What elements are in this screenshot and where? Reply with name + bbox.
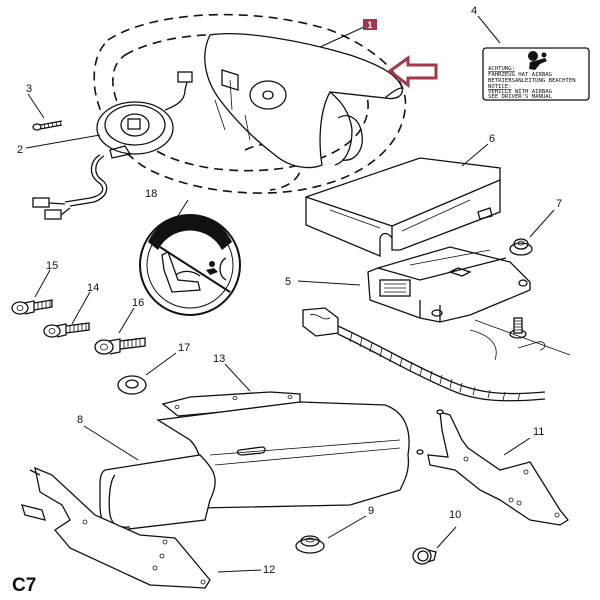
bolt-part-16[interactable] bbox=[94, 337, 146, 355]
airbag-control-unit[interactable] bbox=[367, 246, 531, 323]
callout-6[interactable]: 6 bbox=[489, 133, 495, 145]
warning-label[interactable]: ACHTUNG: FAHRZEUG HAT AIRBAG BETRIEBSANL… bbox=[482, 47, 590, 101]
driver-airbag-module[interactable] bbox=[204, 33, 403, 169]
ground-stud bbox=[469, 317, 571, 361]
no-child-seat-icon bbox=[159, 246, 231, 293]
warning-label-line: BETRIEBSANLEITUNG BEACHTEN bbox=[488, 78, 576, 84]
callout-15[interactable]: 15 bbox=[46, 260, 58, 272]
callout-9[interactable]: 9 bbox=[368, 505, 374, 517]
callout-7[interactable]: 7 bbox=[556, 198, 562, 210]
nut-part-9[interactable] bbox=[295, 535, 325, 554]
catalog-code: C7 bbox=[12, 575, 36, 596]
warning-label-line: NOTICE: bbox=[488, 84, 512, 90]
callout-8[interactable]: 8 bbox=[77, 414, 83, 426]
bracket-right[interactable] bbox=[416, 409, 569, 526]
callout-10[interactable]: 10 bbox=[449, 509, 461, 521]
bolt-part-14[interactable] bbox=[43, 322, 90, 338]
callout-12[interactable]: 12 bbox=[263, 564, 275, 576]
screw-part-3[interactable] bbox=[32, 120, 63, 131]
callout-14[interactable]: 14 bbox=[87, 282, 99, 294]
callout-2[interactable]: 2 bbox=[17, 144, 23, 156]
washer-part-17[interactable] bbox=[117, 375, 147, 395]
airbag-person-icon bbox=[528, 51, 547, 70]
contact-coil-clockspring[interactable] bbox=[32, 71, 193, 220]
wiring-harness[interactable] bbox=[302, 307, 546, 402]
bolt-part-15[interactable] bbox=[11, 299, 53, 315]
warning-label-line: SEE DRIVER'S MANUAL bbox=[488, 94, 553, 100]
bracket-left[interactable] bbox=[21, 466, 211, 589]
warning-label-line: VEHICLE WITH AIRBAG bbox=[488, 89, 553, 95]
control-unit-cover[interactable] bbox=[305, 157, 501, 257]
callout-18[interactable]: 18 bbox=[145, 188, 157, 200]
callout-17[interactable]: 17 bbox=[178, 342, 190, 354]
highlight-badge bbox=[363, 19, 377, 30]
leader-lines bbox=[25, 15, 555, 573]
callout-16[interactable]: 16 bbox=[132, 297, 144, 309]
callout-4[interactable]: 4 bbox=[471, 5, 477, 17]
arrow-left-outline-icon bbox=[387, 55, 438, 89]
warning-label-line: ACHTUNG: bbox=[488, 66, 515, 72]
passenger-airbag-assembly[interactable] bbox=[99, 391, 410, 531]
nut-part-7[interactable] bbox=[509, 238, 533, 256]
warning-label-line: FAHRZEUG HAT AIRBAG bbox=[488, 72, 553, 78]
bolt-part-10[interactable] bbox=[412, 547, 437, 565]
callout-13[interactable]: 13 bbox=[213, 353, 225, 365]
callout-1[interactable]: 1 bbox=[367, 20, 372, 30]
airbag-sticker[interactable]: AIRBAG bbox=[139, 214, 241, 316]
callout-3[interactable]: 3 bbox=[26, 83, 32, 95]
callout-5[interactable]: 5 bbox=[285, 276, 291, 288]
callout-labels: 1 2 3 4 5 6 7 8 9 10 11 12 13 14 15 16 1… bbox=[17, 5, 562, 576]
callout-11[interactable]: 11 bbox=[533, 426, 544, 438]
